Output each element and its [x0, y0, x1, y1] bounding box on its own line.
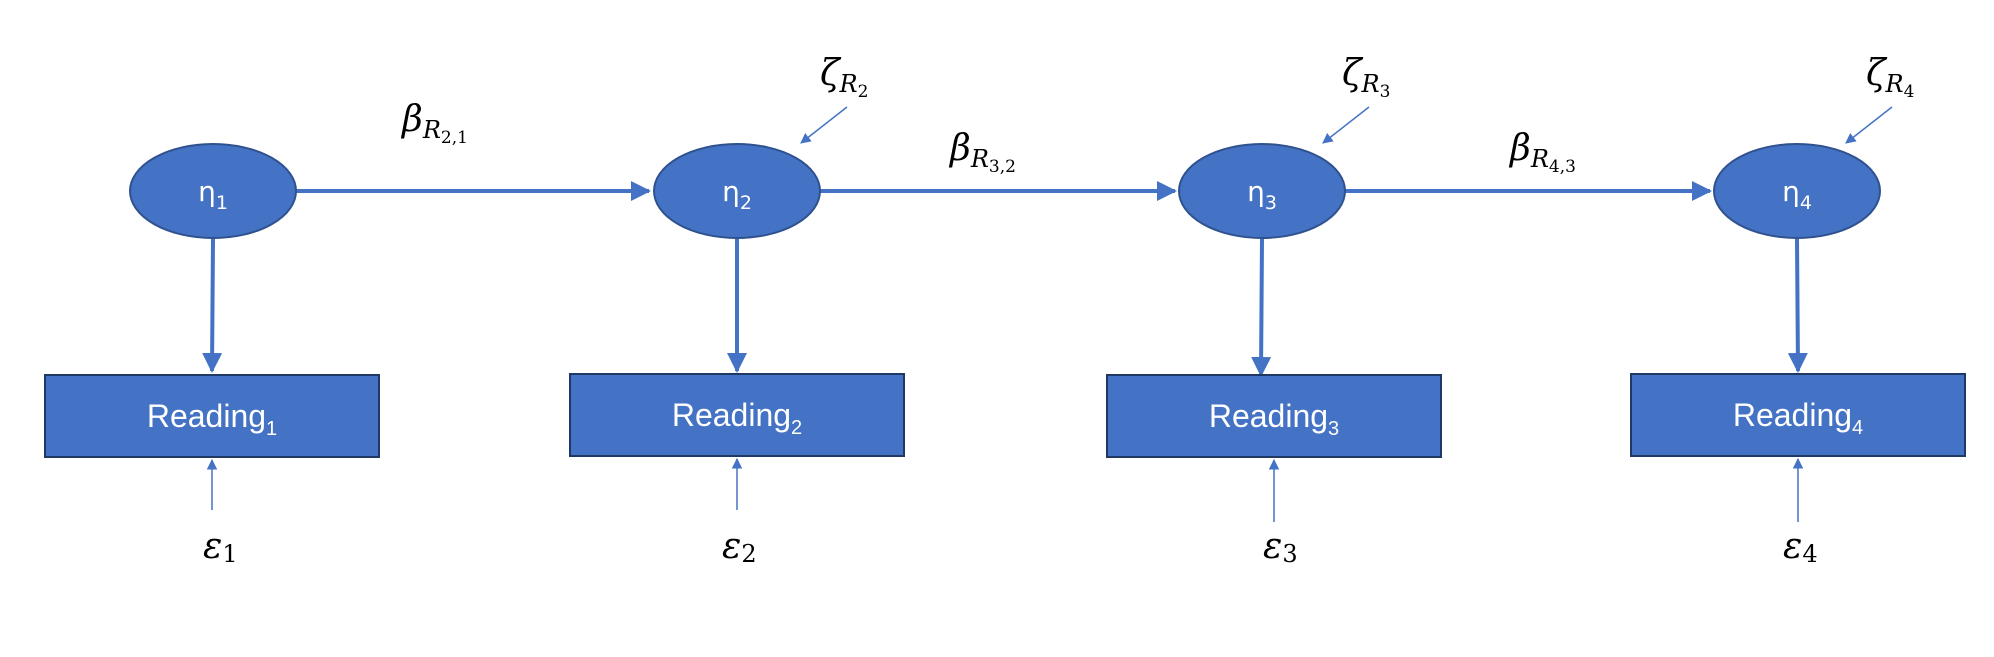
latent-node-2: η2: [653, 143, 821, 239]
observed-box-2: Reading2: [569, 373, 905, 457]
disturbance-arrow-4: [1845, 106, 1893, 144]
loading-arrow-4: [1787, 238, 1808, 373]
svg-text:η4: η4: [1782, 175, 1812, 214]
svg-text:Reading1: Reading1: [147, 398, 277, 440]
loading-arrow-1: [202, 238, 223, 373]
observed-box-1: Reading1: [44, 374, 380, 458]
error-label-2: ε2: [722, 526, 757, 568]
disturbance-arrow-3: [1322, 106, 1370, 144]
path-label-4-3: βR4,3: [1508, 128, 1576, 177]
latent-node-1: η1: [129, 143, 297, 239]
disturbance-label-3: ζR3: [1342, 53, 1390, 102]
disturbance-label-2: ζR2: [820, 53, 868, 102]
svg-text:Reading2: Reading2: [672, 397, 802, 439]
svg-text:Reading3: Reading3: [1209, 398, 1339, 440]
error-label-3: ε3: [1263, 526, 1298, 568]
svg-text:Reading4: Reading4: [1733, 397, 1863, 439]
observed-box-4: Reading4: [1630, 373, 1966, 457]
disturbance-arrow-2: [800, 106, 848, 144]
svg-text:η2: η2: [722, 175, 752, 214]
path-label-3-2: βR3,2: [948, 128, 1016, 177]
svg-text:η3: η3: [1247, 175, 1277, 214]
error-label-1: ε1: [203, 526, 238, 568]
error-label-4: ε4: [1783, 526, 1818, 568]
observed-box-3: Reading3: [1106, 374, 1442, 458]
svg-text:η1: η1: [198, 175, 228, 214]
path-label-2-1: βR2,1: [400, 99, 468, 148]
latent-node-4: η4: [1713, 143, 1881, 239]
disturbance-label-4: ζR4: [1866, 53, 1914, 102]
latent-node-3: η3: [1178, 143, 1346, 239]
loading-arrow-3: [1251, 238, 1272, 377]
